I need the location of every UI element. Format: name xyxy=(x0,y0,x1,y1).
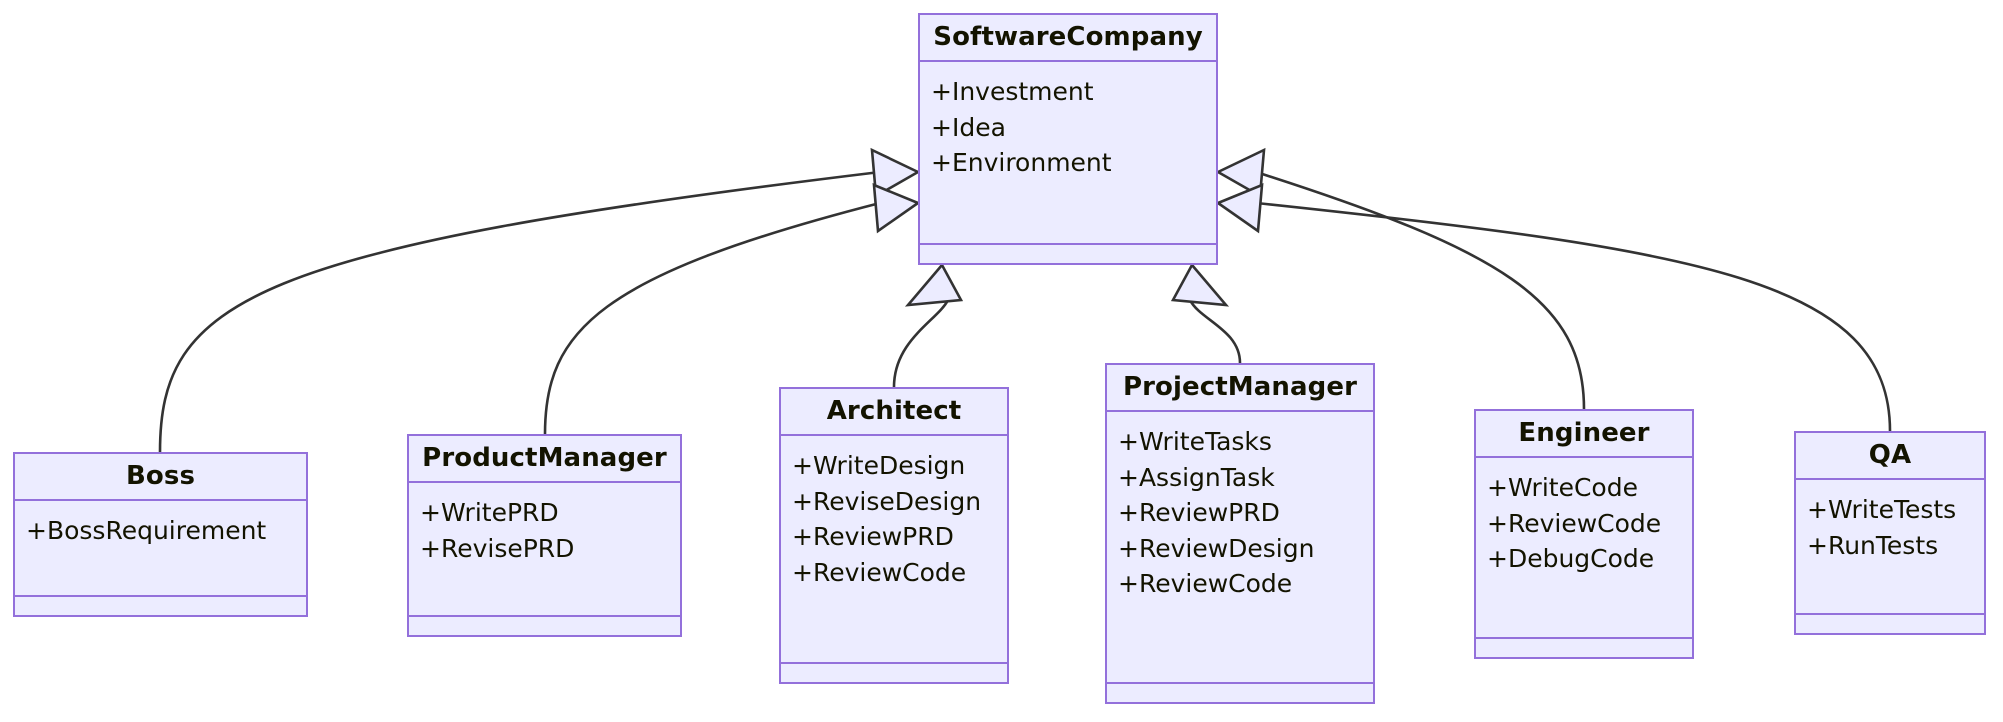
uml-class-title-architect: Architect xyxy=(826,396,962,426)
uml-methods-software-company xyxy=(920,245,1216,263)
uml-class-software-company[interactable]: SoftwareCompany +Investment +Idea +Environm… xyxy=(918,13,1218,265)
uml-attributes-project-manager: +WriteTasks +AssignTask +ReviewPRD +ReviewD… xyxy=(1107,412,1373,682)
edge-projectmanager-to-softwarecompany xyxy=(1188,299,1242,364)
uml-attribute: +WriteTasks xyxy=(1118,427,1272,457)
uml-attribute: +ReviseDesign xyxy=(792,486,982,516)
uml-class-title-qa: QA xyxy=(1868,440,1912,470)
uml-divider-title-attributes xyxy=(1796,478,1984,481)
uml-attributes-architect: +WriteDesign +ReviseDesign +ReviewPRD +Revi… xyxy=(781,436,1007,662)
uml-attribute: +WriteTests xyxy=(1807,495,1957,525)
uml-divider-title-attributes xyxy=(920,60,1216,63)
arrowhead-projectmanager-generalization xyxy=(1170,262,1230,307)
uml-divider-title-attributes xyxy=(409,481,680,484)
uml-attribute: +DebugCode xyxy=(1487,544,1655,574)
edge-architect-to-softwarecompany xyxy=(892,299,950,388)
uml-divider-attributes-methods xyxy=(15,595,306,597)
uml-attributes-engineer: +WriteCode +ReviewCode +DebugCode xyxy=(1476,458,1692,637)
uml-divider-attributes-methods xyxy=(1796,613,1984,615)
uml-divider-attributes-methods xyxy=(409,615,680,617)
uml-attribute: +WriteDesign xyxy=(792,451,966,481)
uml-attribute: +Investment xyxy=(931,77,1094,107)
uml-attribute: +WritePRD xyxy=(420,498,559,528)
uml-divider-title-attributes xyxy=(1476,456,1692,459)
uml-divider-attributes-methods xyxy=(1476,637,1692,639)
uml-class-boss[interactable]: Boss +BossRequirement xyxy=(13,452,308,617)
uml-attribute: +ReviewCode xyxy=(792,557,967,587)
uml-divider-attributes-methods xyxy=(781,662,1007,664)
uml-methods-engineer xyxy=(1476,639,1692,657)
uml-attribute: +Idea xyxy=(931,112,1006,142)
uml-attribute: +Environment xyxy=(931,148,1112,178)
uml-methods-product-manager xyxy=(409,617,680,635)
uml-attribute: +RunTests xyxy=(1807,530,1939,560)
uml-divider-attributes-methods xyxy=(920,243,1216,245)
uml-methods-boss xyxy=(15,597,306,615)
uml-attribute: +WriteCode xyxy=(1487,473,1638,503)
uml-attributes-boss: +BossRequirement xyxy=(15,501,306,595)
uml-divider-attributes-methods xyxy=(1107,682,1373,684)
uml-methods-project-manager xyxy=(1107,684,1373,702)
uml-attribute: +ReviewCode xyxy=(1118,569,1293,599)
uml-attribute: +ReviewPRD xyxy=(792,522,954,552)
uml-class-project-manager[interactable]: ProjectManager +WriteTasks +AssignTask +Rev… xyxy=(1105,363,1375,704)
edge-boss-to-softwarecompany xyxy=(158,170,881,453)
uml-class-qa[interactable]: QA +WriteTests +RunTests xyxy=(1794,431,1986,635)
uml-class-title-project-manager: ProjectManager xyxy=(1122,372,1358,402)
uml-attribute: +ReviewDesign xyxy=(1118,533,1315,563)
uml-class-title-boss: Boss xyxy=(125,461,196,491)
arrowhead-productmanager-generalization xyxy=(872,182,921,234)
uml-attributes-qa: +WriteTests +RunTests xyxy=(1796,480,1984,613)
uml-class-product-manager[interactable]: ProductManager +WritePRD +RevisePRD xyxy=(407,434,682,637)
arrowhead-engineer-generalization xyxy=(1215,147,1266,199)
uml-attributes-product-manager: +WritePRD +RevisePRD xyxy=(409,483,680,615)
uml-class-title-software-company: SoftwareCompany xyxy=(933,22,1203,52)
uml-divider-title-attributes xyxy=(781,434,1007,437)
uml-divider-title-attributes xyxy=(15,499,306,502)
uml-attribute: +ReviewPRD xyxy=(1118,498,1280,528)
arrowhead-qa-generalization xyxy=(1215,182,1264,234)
uml-class-architect[interactable]: Architect +WriteDesign +ReviseDesign +Revie… xyxy=(779,387,1009,684)
arrowhead-boss-generalization xyxy=(870,147,921,199)
uml-class-title-product-manager: ProductManager xyxy=(422,443,667,473)
uml-methods-architect xyxy=(781,664,1007,682)
uml-class-title-engineer: Engineer xyxy=(1518,418,1650,448)
arrowhead-architect-generalization xyxy=(904,262,964,307)
uml-divider-title-attributes xyxy=(1107,410,1373,413)
uml-class-engineer[interactable]: Engineer +WriteCode +ReviewCode +DebugCode xyxy=(1474,409,1694,659)
uml-attribute: +RevisePRD xyxy=(420,533,575,563)
uml-methods-qa xyxy=(1796,615,1984,633)
uml-attribute: +ReviewCode xyxy=(1487,508,1662,538)
uml-attribute: +BossRequirement xyxy=(26,516,267,546)
uml-attributes-software-company: +Investment +Idea +Environment xyxy=(920,62,1216,243)
uml-attribute: +AssignTask xyxy=(1118,462,1275,492)
